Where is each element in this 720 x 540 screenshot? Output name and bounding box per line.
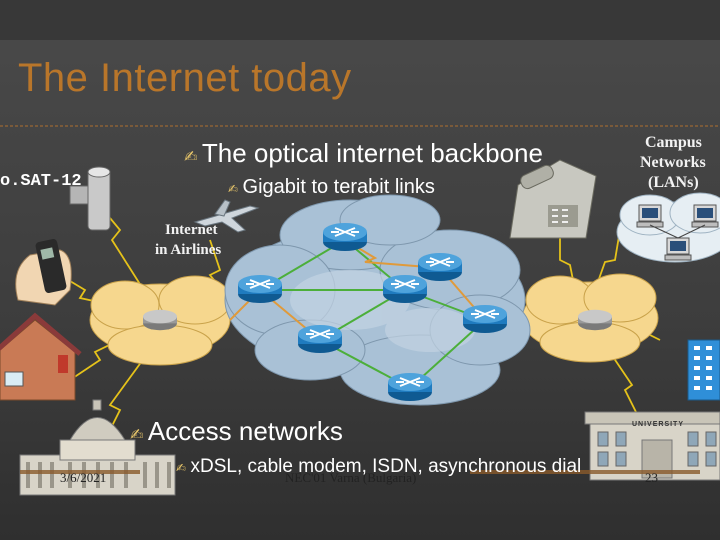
bullet-backbone: ✍ The optical internet backbone bbox=[184, 138, 543, 169]
university-sign: UNIVERSITY bbox=[632, 421, 685, 428]
bullet-links: ✍ Gigabit to terabit links bbox=[228, 176, 435, 199]
bullet-access-text: Access networks bbox=[147, 416, 343, 446]
satellite-label: o.SAT-12 bbox=[0, 172, 82, 191]
campus-label-line3: (LANs) bbox=[648, 174, 699, 191]
airplane-icon bbox=[193, 199, 260, 233]
campus-label-line1: Campus bbox=[645, 134, 702, 151]
pencil-bullet-icon: ✍ bbox=[176, 461, 187, 475]
pencil-bullet-icon: ✍ bbox=[130, 425, 144, 444]
mobile-phone-icon bbox=[15, 239, 72, 306]
telephone-icon bbox=[509, 159, 597, 239]
footer-event: NEC'01 Varna (Bulgaria) bbox=[285, 470, 417, 485]
footer-date: 3/6/2021 bbox=[60, 470, 107, 485]
access-routers bbox=[143, 309, 612, 331]
pencil-bullet-icon: ✍ bbox=[184, 147, 198, 166]
campus-label-line2: Networks bbox=[640, 154, 706, 171]
satellite-icon bbox=[69, 166, 111, 231]
airlines-label-line1: Internet bbox=[165, 222, 218, 238]
bullet-access: ✍ Access networks bbox=[130, 416, 343, 447]
pencil-bullet-icon: ✍ bbox=[228, 182, 239, 196]
bullet-links-text: Gigabit to terabit links bbox=[242, 176, 435, 198]
bullet-access-types: ✍ xDSL, cable modem, ISDN, asynchronous … bbox=[176, 456, 581, 478]
campus-pcs bbox=[636, 204, 719, 261]
house-icon bbox=[0, 312, 82, 401]
office-building-icon bbox=[687, 339, 720, 401]
page-title: The Internet today bbox=[18, 56, 352, 100]
capitol-building-icon bbox=[19, 399, 176, 496]
bullet-access-types-text: xDSL, cable modem, ISDN, asynchronous di… bbox=[190, 456, 582, 477]
footer-page-number: 23 bbox=[645, 470, 658, 485]
airlines-label-line2: in Airlines bbox=[155, 242, 222, 258]
bullet-backbone-text: The optical internet backbone bbox=[201, 138, 543, 168]
